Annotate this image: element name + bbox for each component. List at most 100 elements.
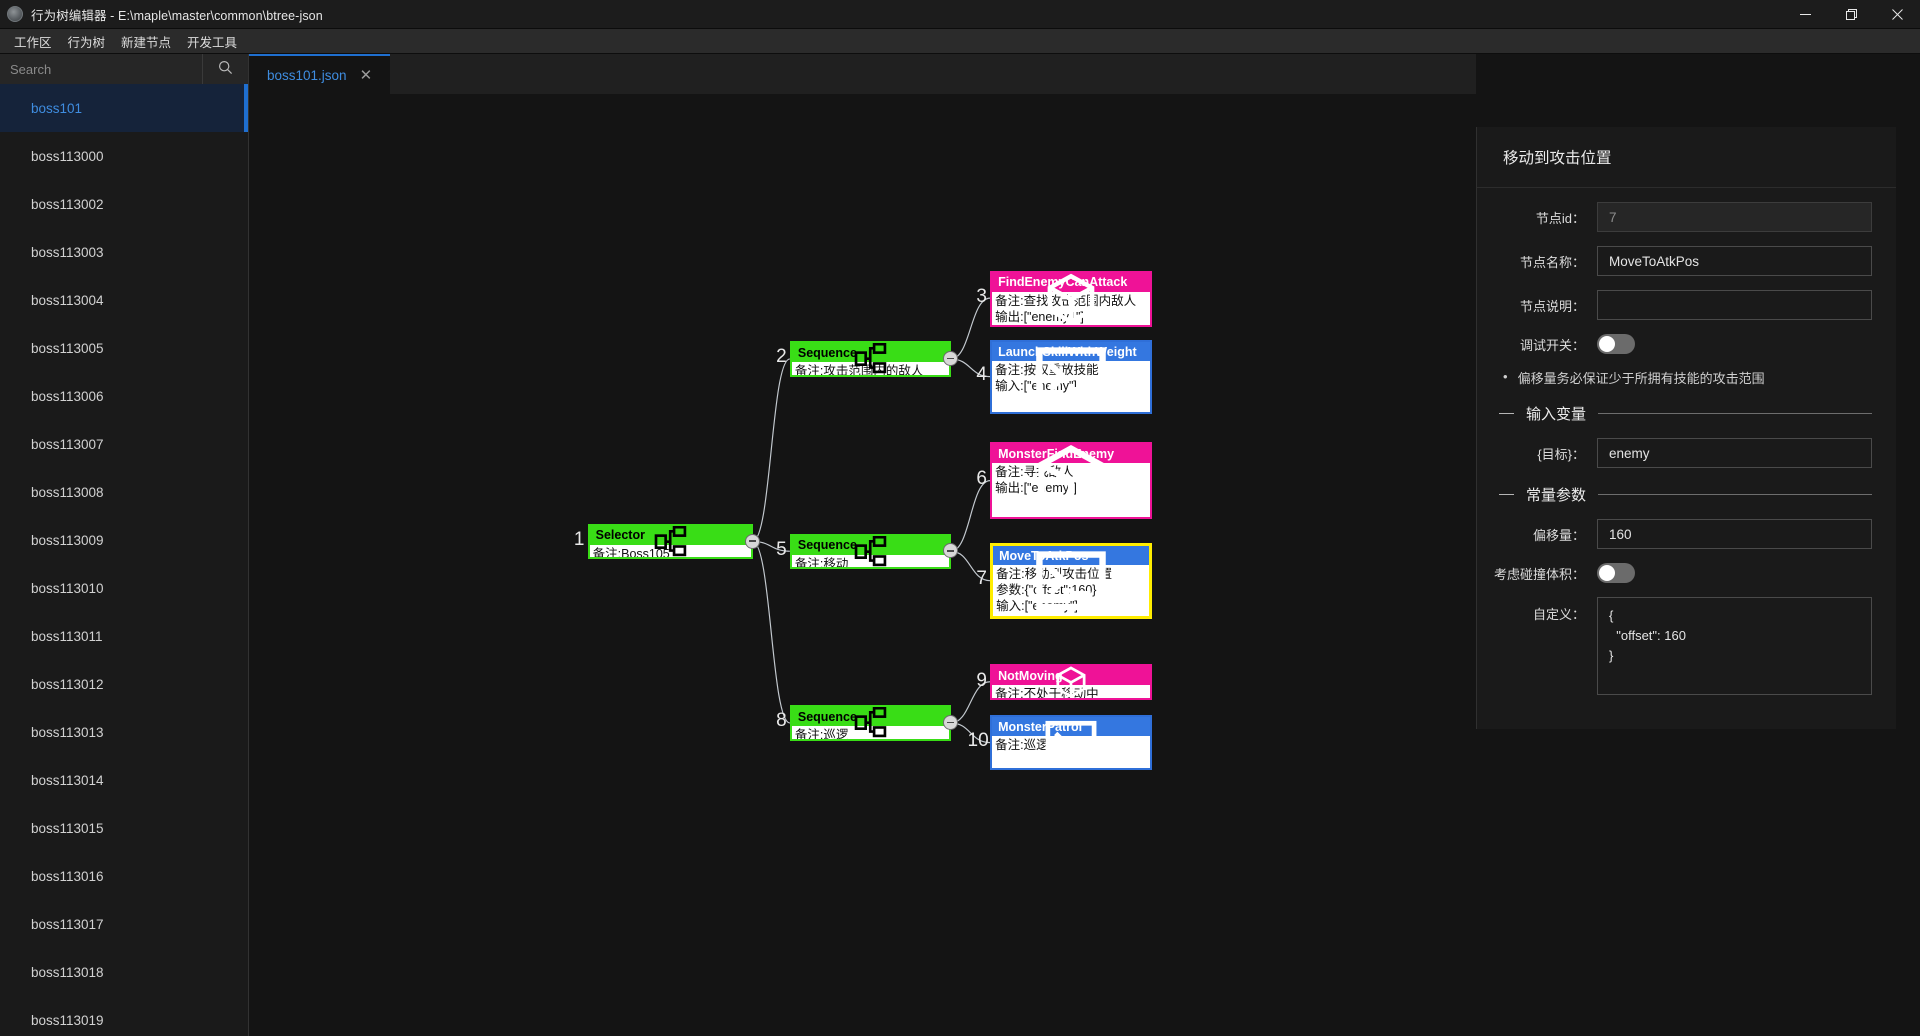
search-row	[0, 54, 248, 84]
node-collapse-port[interactable]	[942, 715, 958, 731]
sidebar-item-boss113018[interactable]: boss113018	[0, 948, 248, 996]
node-collapse-port[interactable]	[942, 543, 958, 559]
sidebar-item-boss113005[interactable]: boss113005	[0, 324, 248, 372]
menu-item-new-node[interactable]: 新建节点	[121, 35, 172, 50]
sidebar-item-boss113000[interactable]: boss113000	[0, 132, 248, 180]
node-body: 备注:移动	[792, 555, 949, 569]
tab-label: boss101.json	[267, 67, 347, 83]
window-controls	[1782, 0, 1920, 29]
minimize-button[interactable]	[1782, 0, 1828, 29]
sidebar-item-label: boss113017	[31, 916, 104, 932]
tab-boss101-json[interactable]: boss101.json ✕	[249, 54, 391, 94]
sidebar-item-label: boss113010	[31, 580, 104, 596]
sidebar-item-boss113010[interactable]: boss113010	[0, 564, 248, 612]
menu-item-dev-tools[interactable]: 开发工具	[187, 35, 238, 50]
sidebar-item-boss113017[interactable]: boss113017	[0, 900, 248, 948]
node-body: 备注:巡逻	[792, 726, 949, 741]
tab-close-icon[interactable]: ✕	[359, 66, 373, 84]
graph-node-Sequence[interactable]: Sequence 备注:攻击范围内的敌人	[789, 341, 951, 377]
input-target-input[interactable]	[1597, 438, 1872, 468]
node-desc-input[interactable]	[1597, 290, 1872, 320]
title-bar: 行为树编辑器 - E:\maple\master\common\btree-js…	[0, 0, 1920, 29]
section-constant-params[interactable]: 常量参数	[1499, 484, 1872, 505]
node-detail-line: 输出:["enemy"]	[995, 481, 1077, 496]
sidebar-item-boss113013[interactable]: boss113013	[0, 708, 248, 756]
node-type-label: Sequence	[797, 345, 857, 360]
sidebar-item-boss113002[interactable]: boss113002	[0, 180, 248, 228]
node-header: MonsterFindEnemy	[992, 444, 1151, 516]
node-header: Sequence	[791, 707, 949, 738]
section-input-variables[interactable]: 输入变量	[1499, 403, 1872, 424]
collision-switch-toggle[interactable]	[1597, 563, 1635, 583]
input-target-label: {目标}：	[1537, 446, 1585, 462]
menu-item-behavior-tree[interactable]: 行为树	[67, 35, 106, 50]
sidebar-item-boss113016[interactable]: boss113016	[0, 852, 248, 900]
field-node-desc: 节点说明：	[1477, 290, 1872, 320]
section-rule	[1598, 494, 1872, 495]
sidebar-item-label: boss113004	[31, 292, 104, 308]
graph-node-Sequence[interactable]: Sequence 备注:移动	[789, 533, 951, 569]
node-detail-line: 备注:移动	[794, 556, 849, 569]
window-title: 行为树编辑器 - E:\maple\master\common\btree-js…	[31, 8, 323, 23]
collapse-minus-icon[interactable]	[1499, 413, 1514, 414]
sidebar-item-label: boss113005	[31, 340, 104, 356]
debug-switch-toggle[interactable]	[1597, 334, 1635, 354]
node-index-label: 7	[976, 568, 987, 590]
node-name-input[interactable]	[1597, 246, 1872, 276]
sidebar-item-boss113015[interactable]: boss113015	[0, 804, 248, 852]
node-index-label: 9	[976, 669, 987, 691]
collision-switch-label: 考虑碰撞体积：	[1493, 566, 1585, 582]
sidebar-item-boss113011[interactable]: boss113011	[0, 612, 248, 660]
sidebar-item-boss113006[interactable]: boss113006	[0, 372, 248, 420]
field-node-id: 节点id：	[1477, 202, 1872, 232]
node-detail-line: 备注:攻击范围内的敌人	[794, 364, 924, 377]
sidebar-item-boss113014[interactable]: boss113014	[0, 756, 248, 804]
node-detail-line: 备注:巡逻	[794, 728, 849, 741]
node-detail-line: 备注:Boss105	[592, 546, 670, 560]
node-index-label: 5	[776, 538, 787, 560]
node-body: 备注:攻击范围内的敌人	[792, 362, 949, 377]
search-input[interactable]	[0, 54, 203, 84]
node-type-label: Sequence	[797, 538, 857, 553]
sidebar-item-boss113003[interactable]: boss113003	[0, 228, 248, 276]
maximize-button[interactable]	[1828, 0, 1874, 29]
collapse-minus-icon[interactable]	[1499, 494, 1514, 495]
sidebar-item-boss113012[interactable]: boss113012	[0, 660, 248, 708]
sidebar-item-boss113008[interactable]: boss113008	[0, 468, 248, 516]
offset-label: 偏移量：	[1532, 527, 1585, 543]
sidebar-item-label: boss113019	[31, 1012, 104, 1028]
node-index-label: 1	[573, 528, 585, 550]
custom-json-textarea[interactable]: { "offset": 160 }	[1597, 597, 1872, 695]
node-detail-line: 备注:查找攻击范围内敌人	[995, 293, 1137, 308]
offset-input[interactable]	[1597, 519, 1872, 549]
sidebar-item-boss113019[interactable]: boss113019	[0, 996, 248, 1036]
sidebar-item-boss113007[interactable]: boss113007	[0, 420, 248, 468]
sidebar-item-boss113004[interactable]: boss113004	[0, 276, 248, 324]
sidebar-item-boss101[interactable]: boss101	[0, 84, 248, 132]
menu-item-workspace[interactable]: 工作区	[14, 35, 52, 50]
sidebar-item-label: boss113014	[31, 772, 104, 788]
node-header: FindEnemyCanAttack	[992, 272, 1151, 324]
sidebar-item-boss113009[interactable]: boss113009	[0, 516, 248, 564]
sidebar-item-label: boss113016	[31, 868, 104, 884]
node-collapse-port[interactable]	[744, 533, 760, 549]
close-button[interactable]	[1874, 0, 1920, 29]
search-button[interactable]	[203, 54, 248, 84]
properties-title: 移动到攻击位置	[1477, 127, 1896, 188]
node-id-label: 节点id：	[1535, 210, 1585, 226]
node-body: 备注:查找攻击范围内敌人输出:["enemy1"]	[992, 292, 1150, 325]
node-collapse-port[interactable]	[942, 351, 958, 367]
node-index-label: 8	[776, 710, 787, 732]
